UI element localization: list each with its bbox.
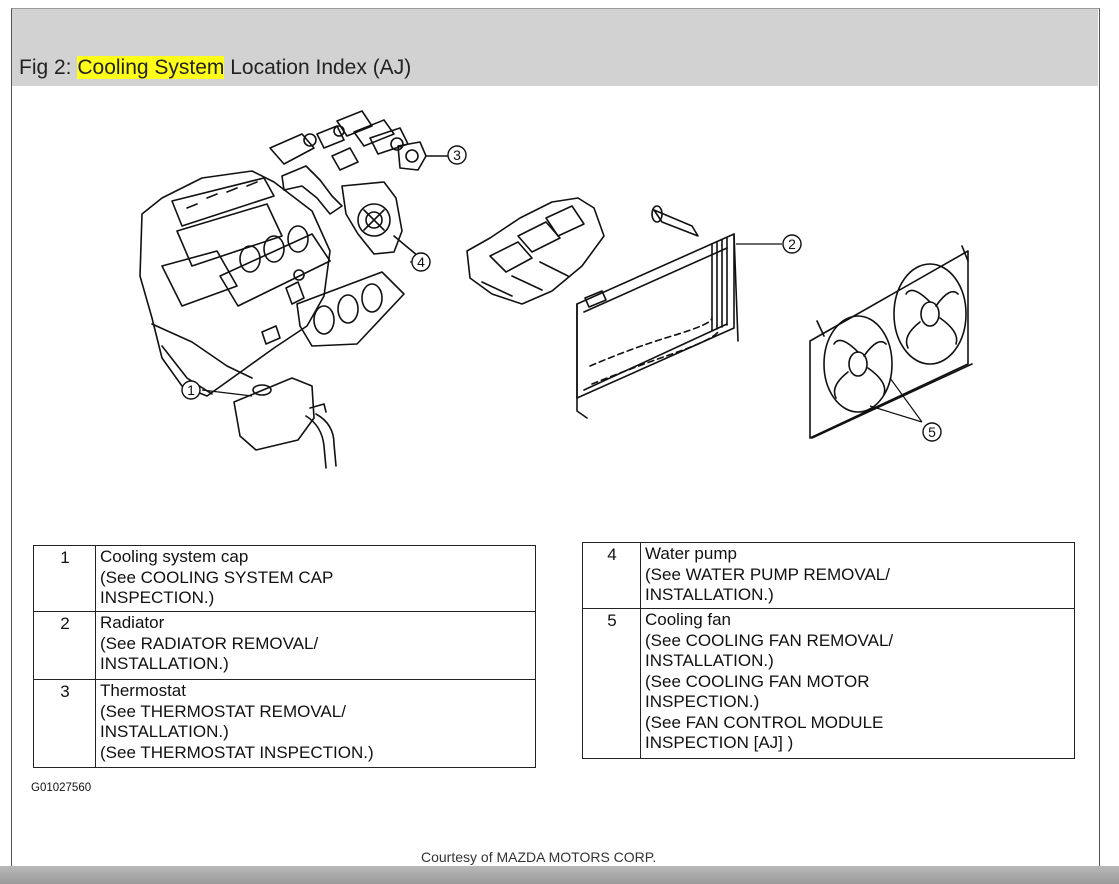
title-prefix: Fig 2: [19, 56, 78, 79]
part-name: Water pump [645, 544, 737, 563]
engine-block-drawing [139, 170, 405, 397]
part-description: Radiator (See RADIATOR REMOVAL/ INSTALLA… [95, 611, 536, 680]
title-highlight: Cooling System [77, 56, 225, 79]
part-description: Cooling fan (See COOLING FAN REMOVAL/ IN… [640, 608, 1075, 759]
part-name: Radiator [100, 613, 165, 632]
part-ref: (See WATER PUMP REMOVAL/ [645, 564, 890, 584]
radiator-drawing [576, 205, 739, 419]
part-ref: INSPECTION.) [100, 588, 215, 607]
thermostat-drawing [397, 141, 453, 171]
table-row: 5 Cooling fan (See COOLING FAN REMOVAL/ … [582, 608, 1075, 759]
cooling-fan-drawing [809, 245, 973, 439]
coolant-pipes-drawing [269, 110, 409, 215]
part-description: Water pump (See WATER PUMP REMOVAL/ INST… [640, 542, 1075, 609]
part-number: 4 [582, 542, 641, 609]
leader-lines [201, 155, 923, 423]
part-number: 3 [33, 679, 96, 768]
table-row: 1 Cooling system cap (See COOLING SYSTEM… [33, 545, 536, 612]
part-ref: INSTALLATION.) [645, 651, 774, 670]
title-suffix: Location Index (AJ) [224, 56, 412, 79]
figure-code: G01027560 [31, 782, 92, 794]
part-ref: (See RADIATOR REMOVAL/ [100, 633, 319, 653]
callout-1: 1 [181, 380, 201, 400]
part-name: Cooling fan [645, 610, 732, 629]
part-description: Thermostat (See THERMOSTAT REMOVAL/ INST… [95, 679, 536, 768]
part-number: 5 [582, 608, 641, 759]
part-ref: (See THERMOSTAT INSPECTION.) [100, 742, 374, 762]
part-ref: INSTALLATION.) [100, 654, 229, 673]
document-frame [11, 8, 1100, 881]
part-ref: INSPECTION.) [645, 692, 760, 711]
svg-text:2: 2 [788, 236, 796, 252]
part-ref: INSTALLATION.) [645, 585, 774, 604]
svg-text:4: 4 [417, 254, 425, 270]
bottom-scroll-bar[interactable] [0, 866, 1119, 884]
figure-title: Fig 2: Cooling System Location Index (AJ… [19, 56, 411, 80]
part-ref: INSTALLATION.) [100, 722, 229, 741]
svg-text:5: 5 [928, 424, 936, 440]
part-ref: INSPECTION [AJ] ) [645, 733, 794, 752]
parts-table-right: 4 Water pump (See WATER PUMP REMOVAL/ IN… [582, 542, 1075, 759]
callout-3: 3 [447, 145, 467, 165]
callout-4: 4 [411, 252, 431, 272]
part-name: Cooling system cap [100, 547, 249, 566]
cooling-system-diagram: 1 2 3 4 5 [139, 110, 973, 469]
part-ref: (See COOLING FAN REMOVAL/ [645, 630, 894, 650]
table-row: 2 Radiator (See RADIATOR REMOVAL/ INSTAL… [33, 611, 536, 680]
svg-text:1: 1 [187, 382, 195, 398]
part-ref: (See COOLING FAN MOTOR [645, 671, 870, 691]
part-ref: (See FAN CONTROL MODULE [645, 712, 884, 732]
part-ref: (See THERMOSTAT REMOVAL/ [100, 701, 346, 721]
cylinder-head-drawing [466, 197, 605, 305]
part-ref: (See COOLING SYSTEM CAP [100, 567, 334, 587]
part-name: Thermostat [100, 681, 186, 700]
water-pump-drawing [341, 181, 425, 262]
coolant-reservoir-drawing [233, 377, 337, 469]
part-number: 2 [33, 611, 96, 680]
table-row: 3 Thermostat (See THERMOSTAT REMOVAL/ IN… [33, 679, 536, 768]
callout-5: 5 [922, 422, 942, 442]
part-description: Cooling system cap (See COOLING SYSTEM C… [95, 545, 536, 612]
courtesy-credit: Courtesy of MAZDA MOTORS CORP. [421, 849, 657, 865]
table-row: 4 Water pump (See WATER PUMP REMOVAL/ IN… [582, 542, 1075, 609]
parts-table-left: 1 Cooling system cap (See COOLING SYSTEM… [33, 545, 536, 768]
part-number: 1 [33, 545, 96, 612]
callout-2: 2 [782, 234, 802, 254]
svg-text:3: 3 [453, 147, 461, 163]
